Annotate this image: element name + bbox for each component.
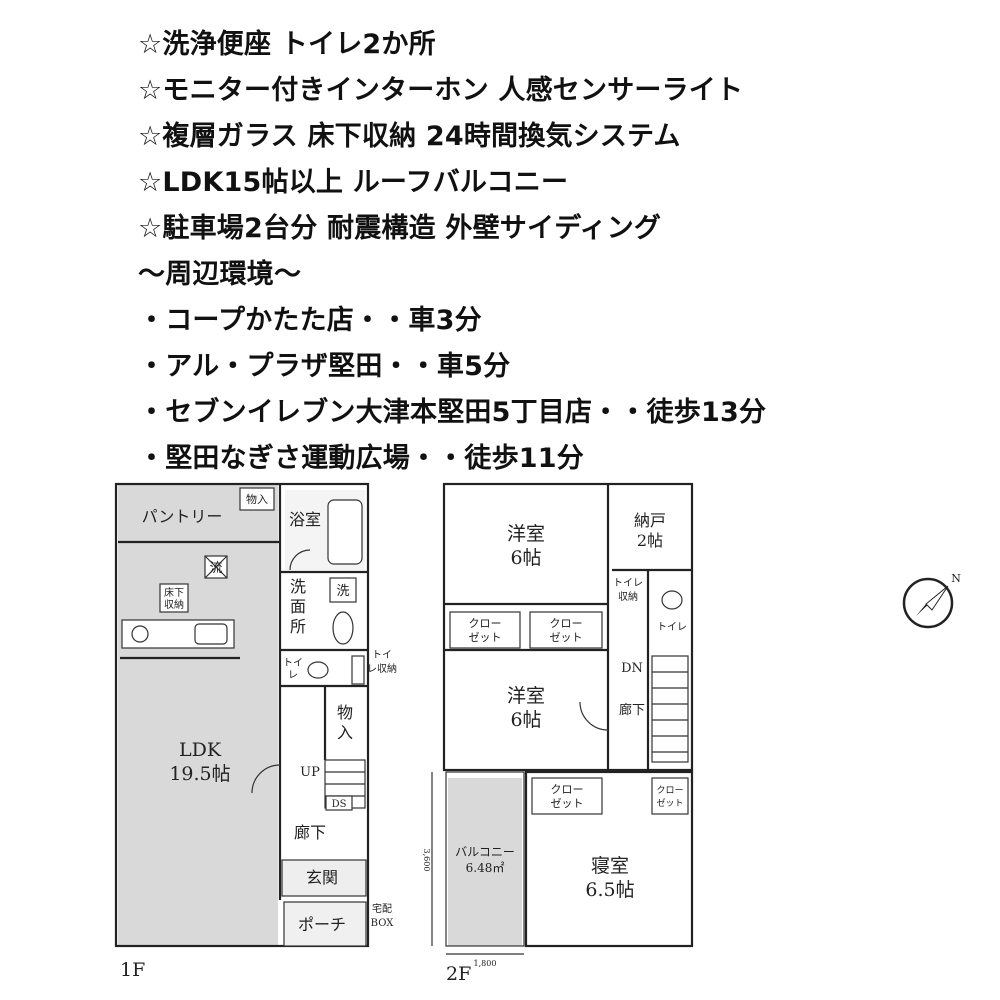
closet-label: ゼット — [656, 797, 683, 809]
closet — [529, 611, 603, 649]
balcony-floor — [448, 778, 522, 946]
ds-label: DS — [332, 799, 347, 810]
surrounding-item: ・コープかたた店・・車3分 — [138, 305, 482, 336]
feature-list: ☆洗浄便座 トイレ2か所 ☆モニター付きインターホン 人感センサーライト ☆複層… — [138, 22, 988, 482]
closet-label: ゼット — [550, 631, 583, 644]
toilet-label: レ — [288, 670, 298, 681]
balcony-name: バルコニー — [455, 845, 515, 859]
sink-mark: 流 — [209, 561, 222, 576]
surrounding-item: ・アル・プラザ堅田・・車5分 — [138, 351, 511, 382]
outer-wall — [114, 482, 370, 948]
door-swing — [251, 764, 281, 794]
door-swing — [579, 701, 609, 731]
dimension-horizontal: 1,800 — [474, 959, 497, 968]
toilet-label: トイレ — [657, 622, 687, 633]
closet-label: クロー — [469, 617, 502, 630]
porch-label: ポーチ — [298, 915, 346, 934]
underfloor-storage — [159, 583, 189, 613]
toilet-storage-label: トイ — [372, 650, 392, 661]
underfloor-label: 床下 — [164, 586, 184, 599]
staircase — [651, 655, 689, 763]
bath-label: 浴室 — [289, 510, 321, 529]
laundry-mark: 洗 — [336, 584, 349, 599]
surrounding-item: ・セブンイレブン大津本堅田5丁目店・・徒歩13分 — [138, 397, 767, 428]
closet — [531, 777, 603, 815]
floor-plan-1f: 流 床下 収納 パントリー 物入 浴室 洗 面 所 洗 トイ レ トイ レ収納 … — [114, 482, 397, 981]
closet-label: ゼット — [469, 631, 502, 644]
surrounding-item: ・堅田なぎさ運動広場・・徒歩11分 — [138, 443, 584, 474]
bedroom-name: 寝室 — [591, 855, 629, 877]
storeroom-size: 2帖 — [637, 531, 663, 550]
closet — [449, 611, 521, 649]
feature-line: ☆洗浄便座 トイレ2か所 — [138, 29, 436, 60]
balcony-size: 6.48㎡ — [466, 861, 505, 875]
floor-plan-2f: 洋室 6帖 クロー ゼット クロー ゼット 納戸 2帖 トイレ 収納 トイレ 洋… — [422, 482, 694, 985]
toilet-label: トイ — [283, 658, 303, 669]
surroundings-title: 〜周辺環境〜 — [138, 259, 302, 290]
room2-size: 6帖 — [510, 709, 541, 731]
pantry-label: パントリー — [142, 507, 223, 526]
closet-label: クロー — [656, 785, 683, 796]
room1-name: 洋室 — [507, 523, 545, 545]
closet — [651, 777, 689, 815]
delivery-box-label: BOX — [371, 918, 395, 929]
ldk-size: 19.5帖 — [169, 763, 230, 785]
closet-label: 物 — [337, 703, 353, 722]
laundry-pan — [329, 577, 357, 603]
closet-label: 入 — [337, 723, 353, 742]
washroom-label: 洗 — [290, 577, 306, 596]
underfloor-label: 収納 — [164, 598, 184, 611]
hood-mark — [204, 555, 228, 579]
closet-label: クロー — [551, 783, 584, 796]
bedroom-size: 6.5帖 — [585, 879, 634, 901]
outer-wall — [442, 482, 694, 772]
delivery-box-label: 宅配 — [372, 902, 392, 915]
feature-line: ☆LDK15帖以上 ルーフバルコニー — [138, 167, 569, 198]
washroom-label: 面 — [290, 597, 306, 616]
toilet-storage-label: 収納 — [618, 590, 638, 603]
kitchen-sink — [194, 623, 228, 645]
feature-line: ☆駐車場2台分 耐震構造 外壁サイディング — [138, 213, 662, 244]
dimension-vertical: 3,600 — [422, 849, 431, 872]
wash-basin — [332, 611, 354, 645]
bathtub — [327, 499, 363, 565]
dn-label: DN — [621, 661, 643, 676]
floor-label-1f: 1F — [120, 959, 145, 981]
door-swing — [289, 549, 311, 571]
floor-label-2f: 2F — [446, 963, 471, 985]
room1-size: 6帖 — [510, 547, 541, 569]
toilet-storage-label: レ収納 — [367, 662, 397, 675]
storage-small — [239, 487, 275, 511]
storage-small-label: 物入 — [246, 492, 268, 506]
feature-line: ☆複層ガラス 床下収納 24時間換気システム — [138, 121, 681, 152]
feature-line: ☆モニター付きインターホン 人感センサーライト — [138, 75, 744, 106]
ds-box — [325, 795, 353, 811]
up-label: UP — [300, 765, 320, 780]
compass-icon: N — [902, 572, 961, 629]
hall-label: 廊下 — [619, 702, 645, 718]
bedroom-wall — [524, 770, 694, 948]
entrance-area — [281, 859, 367, 897]
balcony-rail — [445, 771, 525, 947]
toilet-bowl — [307, 661, 329, 679]
entrance-label: 玄関 — [306, 868, 338, 887]
washroom-label: 所 — [290, 617, 306, 636]
toilet-storage-label: トイレ — [613, 578, 643, 589]
toilet-bowl — [661, 590, 683, 610]
ldk-name: LDK — [179, 739, 222, 761]
storeroom-name: 納戸 — [634, 511, 666, 530]
closet-label: クロー — [550, 617, 583, 630]
floor-plan: 流 床下 収納 パントリー 物入 浴室 洗 面 所 洗 トイ レ トイ レ収納 … — [114, 482, 961, 985]
toilet-storage-shelf — [351, 655, 365, 685]
stove-burner — [131, 625, 149, 643]
porch-area — [283, 901, 367, 947]
compass-north-label: N — [951, 572, 961, 585]
room2-name: 洋室 — [507, 685, 545, 707]
closet-label: ゼット — [551, 797, 584, 810]
hall-label: 廊下 — [294, 823, 326, 842]
